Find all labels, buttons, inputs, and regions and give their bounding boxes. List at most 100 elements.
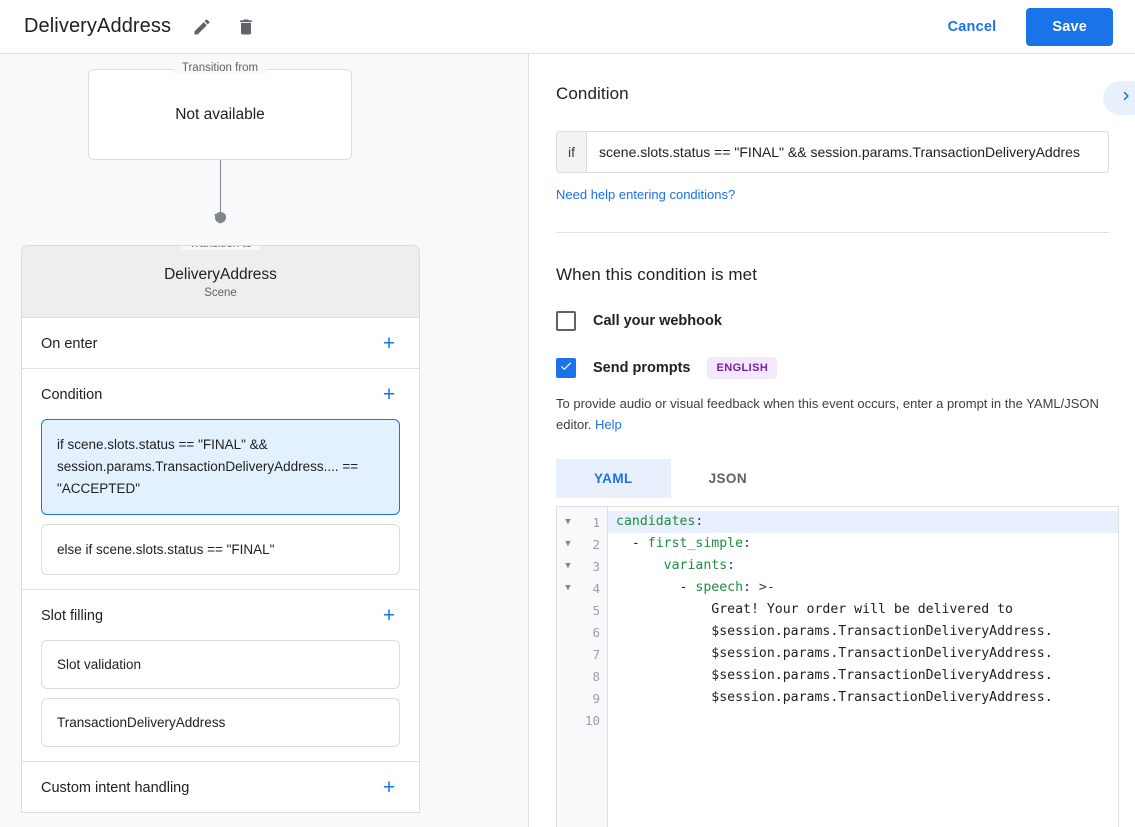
checkmark-icon: [559, 359, 573, 378]
webhook-row[interactable]: Call your webhook: [556, 311, 1109, 331]
editor-code-line[interactable]: Great! Your order will be delivered to: [616, 602, 1013, 618]
section-header-slot-filling: Slot filling +: [22, 590, 419, 640]
transition-from-legend: Transition from: [173, 62, 267, 74]
section-header-on-enter: On enter +: [22, 318, 419, 368]
line-number: 9: [592, 690, 600, 706]
fold-triangle-icon[interactable]: ▼: [565, 583, 571, 594]
fold-triangle-icon[interactable]: ▼: [565, 517, 571, 528]
scene-card: Transition to DeliveryAddress Scene On e…: [21, 245, 420, 814]
yaml-punctuation-token: :: [743, 536, 751, 552]
prompts-helper-body: To provide audio or visual feedback when…: [556, 396, 1099, 433]
section-divider: [556, 232, 1109, 233]
editor-code-line[interactable]: $session.params.TransactionDeliveryAddre…: [616, 624, 1053, 640]
list-item[interactable]: TransactionDeliveryAddress: [41, 698, 400, 748]
transition-to-legend: Transition to: [181, 246, 260, 250]
fold-triangle-icon[interactable]: ▼: [565, 539, 571, 550]
transition-to-header: Transition to DeliveryAddress Scene: [22, 246, 419, 317]
add-condition-icon[interactable]: +: [382, 383, 396, 406]
line-number: 6: [592, 624, 600, 640]
transition-from-box: Transition from Not available: [88, 62, 352, 160]
editor-code-area[interactable]: candidates: - first_simple: variants: - …: [608, 507, 1118, 827]
condition-list: if scene.slots.status == "FINAL" && sess…: [22, 419, 419, 589]
cancel-button[interactable]: Cancel: [934, 10, 1011, 44]
editor-code-line[interactable]: $session.params.TransactionDeliveryAddre…: [616, 668, 1053, 684]
list-item[interactable]: Slot validation: [41, 640, 400, 690]
editor-code-line[interactable]: [608, 709, 1118, 731]
section-title-condition: Condition: [41, 386, 103, 403]
editor-code-line[interactable]: $session.params.TransactionDeliveryAddre…: [616, 690, 1053, 706]
add-on-enter-icon[interactable]: +: [382, 332, 396, 355]
prompts-helper-text: To provide audio or visual feedback when…: [556, 393, 1109, 435]
expand-panel-button[interactable]: [1103, 81, 1135, 115]
send-prompts-checkbox[interactable]: [556, 358, 576, 378]
tab-yaml[interactable]: YAML: [556, 459, 671, 499]
condition-heading: Condition: [556, 84, 629, 103]
call-webhook-label: Call your webhook: [593, 313, 722, 329]
editor-code-line[interactable]: $session.params.TransactionDeliveryAddre…: [616, 646, 1053, 662]
condition-list-item[interactable]: if scene.slots.status == "FINAL" && sess…: [41, 419, 400, 515]
top-app-bar: DeliveryAddress Cancel Save: [0, 0, 1135, 54]
call-webhook-checkbox[interactable]: [556, 311, 576, 331]
section-on-enter: On enter +: [22, 317, 419, 368]
delete-button[interactable]: [233, 14, 259, 40]
section-custom-intent-handling: Custom intent handling +: [22, 761, 419, 812]
save-button[interactable]: Save: [1026, 7, 1113, 46]
section-slot-filling: Slot filling + Slot validation Transacti…: [22, 589, 419, 761]
connector-line: [220, 160, 221, 220]
yaml-punctuation-token: :: [695, 514, 704, 530]
fold-triangle-icon[interactable]: ▼: [565, 561, 571, 572]
transition-from-value: Not available: [175, 105, 265, 123]
prompts-help-link[interactable]: Help: [595, 417, 622, 433]
condition-help-link[interactable]: Need help entering conditions?: [556, 187, 736, 202]
editor-code-line[interactable]: variants:: [608, 555, 1118, 577]
editor-line-gutter: 10: [557, 709, 607, 731]
line-number: 1: [592, 514, 600, 530]
condition-list-item[interactable]: else if scene.slots.status == "FINAL": [41, 523, 400, 576]
transition-to-name: DeliveryAddress: [164, 266, 277, 283]
section-header-custom-intent-handling: Custom intent handling +: [22, 762, 419, 812]
line-number: 2: [592, 536, 600, 552]
section-title-custom-intent-handling: Custom intent handling: [41, 779, 190, 796]
tab-json[interactable]: JSON: [708, 471, 747, 487]
yaml-punctuation-token: : >-: [743, 580, 775, 596]
yaml-key-token: first_simple: [647, 536, 744, 552]
section-title-on-enter: On enter: [41, 335, 98, 352]
condition-section: Condition if Need help entering conditio…: [530, 54, 1135, 233]
line-number: 7: [592, 646, 600, 662]
editor-line-gutter: 9: [557, 687, 607, 709]
editor-line-gutter: 7: [557, 643, 607, 665]
if-label: if: [557, 132, 587, 172]
editor-code-line[interactable]: candidates:: [608, 511, 1118, 534]
send-prompts-label: Send prompts: [593, 360, 691, 376]
editor-code-line[interactable]: - first_simple:: [616, 536, 751, 552]
condition-input-row: if: [556, 131, 1109, 173]
yaml-key-token: variants: [663, 558, 728, 574]
when-met-heading: When this condition is met: [556, 265, 758, 284]
editor-code-line[interactable]: - speech: >-: [616, 580, 775, 596]
editor-line-gutter: ▼4: [557, 577, 607, 599]
editor-line-gutter: 5: [557, 599, 607, 621]
editor-line-gutter: ▼3: [557, 555, 607, 577]
topbar-actions: Cancel Save: [934, 7, 1135, 46]
yaml-key-token: candidates: [616, 514, 696, 530]
section-title-slot-filling: Slot filling: [41, 607, 104, 624]
add-slot-filling-icon[interactable]: +: [382, 604, 396, 628]
transition-to-type: Scene: [204, 287, 237, 299]
editor-format-tabs: YAML JSON: [556, 459, 1109, 499]
page-title: DeliveryAddress: [24, 15, 172, 37]
send-prompts-row[interactable]: Send prompts ENGLISH: [556, 357, 1109, 379]
section-header-condition: Condition +: [22, 369, 419, 419]
connector-arrow-icon: [214, 214, 226, 224]
when-condition-met-section: When this condition is met Call your web…: [530, 233, 1135, 827]
edit-name-button[interactable]: [189, 14, 215, 40]
slot-filling-list: Slot validation TransactionDeliveryAddre…: [22, 640, 419, 761]
pencil-icon: [192, 17, 212, 37]
editor-line-gutter: 8: [557, 665, 607, 687]
line-number: 10: [584, 712, 600, 728]
condition-expression-input[interactable]: [587, 132, 1108, 172]
add-custom-intent-icon[interactable]: +: [382, 776, 396, 800]
yaml-punctuation-token: :: [727, 558, 736, 574]
section-condition: Condition + if scene.slots.status == "FI…: [22, 368, 419, 589]
